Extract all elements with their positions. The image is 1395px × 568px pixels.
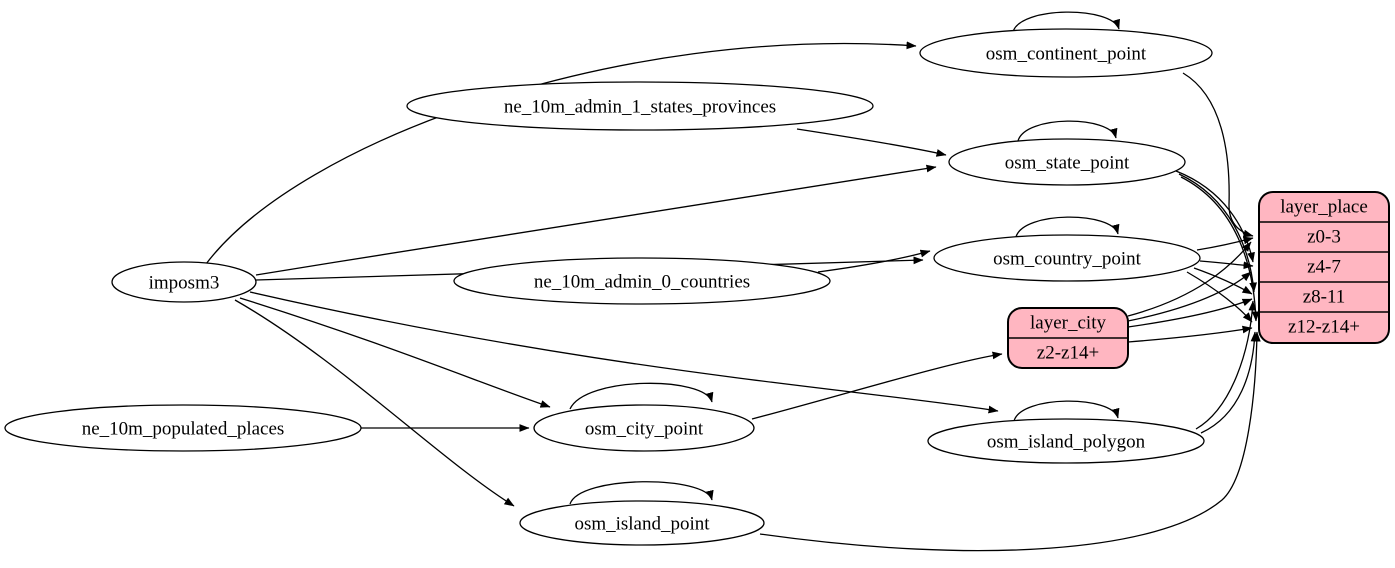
node-osm-island-polygon: osm_island_polygon — [927, 418, 1205, 464]
edge-osm_continent_point-layer_place-z0-3 — [1182, 72, 1254, 238]
osm-island-point-shape — [519, 500, 765, 546]
osm-country-point-label: osm_country_point — [993, 248, 1141, 269]
imposm3-shape — [111, 261, 257, 303]
edge-layer_city-layer_place-z0-3 — [1127, 241, 1252, 317]
node-osm-island-point: osm_island_point — [519, 500, 765, 546]
edge-imposm3-osm_city_point — [239, 297, 551, 408]
osm-island-point-label: osm_island_point — [574, 513, 710, 534]
osm-state-point-label: osm_state_point — [1005, 152, 1130, 173]
selfloop-osm_country_point — [1015, 216, 1120, 238]
node-ne-10m-admin-0-countries: ne_10m_admin_0_countries — [453, 257, 831, 305]
ne-states-shape — [406, 81, 874, 131]
ne-states-label: ne_10m_admin_1_states_provinces — [504, 96, 776, 117]
edge-osm_island_point-layer_place-z12-z14 — [759, 331, 1261, 552]
layer-place-row-z4-7: z4-7 — [1307, 256, 1341, 277]
edge-ne_10m_admin_0_countries-osm_country_point — [817, 249, 931, 273]
edge-osm_island_polygon-layer_place-z8-11 — [1195, 300, 1257, 430]
edge-ne_10m_admin_1_states_provinces-osm_state_point — [796, 128, 947, 157]
node-osm-continent-point: osm_continent_point — [919, 28, 1213, 78]
layer-place-row-z12-z14: z12-z14+ — [1288, 316, 1360, 337]
osm-island-polygon-label: osm_island_polygon — [987, 431, 1146, 452]
layer-city-row-z2-z14: z2-z14+ — [1037, 342, 1099, 363]
osm-city-point-shape — [533, 404, 755, 452]
osm-continent-point-label: osm_continent_point — [986, 43, 1147, 64]
edge-imposm3-osm_island_point — [234, 299, 515, 507]
edge-osm_island_polygon-layer_place-z12-z14 — [1200, 331, 1259, 434]
selfloop-osm_island_polygon — [1013, 400, 1120, 422]
edge-layer_city-layer_place-z12-z14 — [1127, 325, 1253, 343]
selfloop-osm_island_point — [569, 481, 714, 505]
edge-osm_country_point-layer_place-z8-11 — [1193, 267, 1253, 295]
edge-osm_state_point-layer_place-z8-11 — [1178, 173, 1258, 293]
node-osm-state-point: osm_state_point — [948, 138, 1186, 186]
selfloop-osm_continent_point — [1012, 11, 1120, 33]
node-ne-10m-admin-1-states-provinces: ne_10m_admin_1_states_provinces — [406, 81, 874, 131]
selfloop-osm_city_point — [569, 382, 714, 410]
node-osm-country-point: osm_country_point — [933, 234, 1201, 282]
layer-place-row-z0-3: z0-3 — [1307, 226, 1341, 247]
edge-osm_country_point-layer_place-z4-7 — [1199, 260, 1254, 270]
imposm3-label: imposm3 — [149, 272, 220, 293]
edge-osm_country_point-layer_place-z0-3 — [1196, 236, 1254, 251]
ne-places-label: ne_10m_populated_places — [82, 418, 285, 439]
layer-place-title: layer_place — [1280, 196, 1368, 217]
ne-places-shape — [4, 404, 362, 452]
edge-imposm3-osm_island_polygon — [249, 291, 999, 414]
osm-continent-point-shape — [919, 28, 1213, 78]
edge-layer_city-layer_place-z4-7 — [1127, 271, 1252, 322]
selfloop-osm_state_point — [1017, 120, 1118, 142]
node-imposm3: imposm3 — [111, 261, 257, 303]
layer-place-row-z8-11: z8-11 — [1303, 286, 1346, 307]
ne-countries-label: ne_10m_admin_0_countries — [534, 271, 750, 292]
node-layer-city: layer_city z2-z14+ — [1007, 307, 1129, 369]
edges — [205, 11, 1261, 552]
edge-layer_city-layer_place-z8-11 — [1127, 298, 1253, 328]
node-layer-place: layer_place z0-3 z4-7 z8-11 z12-z14+ — [1258, 191, 1390, 344]
edge-imposm3-osm_state_point — [255, 164, 937, 276]
layer-city-title: layer_city — [1030, 312, 1106, 333]
osm-state-point-shape — [948, 138, 1186, 186]
node-osm-city-point: osm_city_point — [533, 404, 755, 452]
edge-imposm3-osm_continent_point — [205, 41, 917, 265]
osm-country-point-shape — [933, 234, 1201, 282]
ne-countries-shape — [453, 257, 831, 305]
edge-osm_city_point-layer_city — [751, 351, 1003, 420]
layer-place-shape — [1258, 191, 1390, 344]
node-ne-10m-populated-places: ne_10m_populated_places — [4, 404, 362, 452]
edge-osm_country_point-layer_place-z12-z14 — [1186, 271, 1253, 323]
osm-island-polygon-shape — [927, 418, 1205, 464]
osm-city-point-label: osm_city_point — [585, 418, 704, 439]
